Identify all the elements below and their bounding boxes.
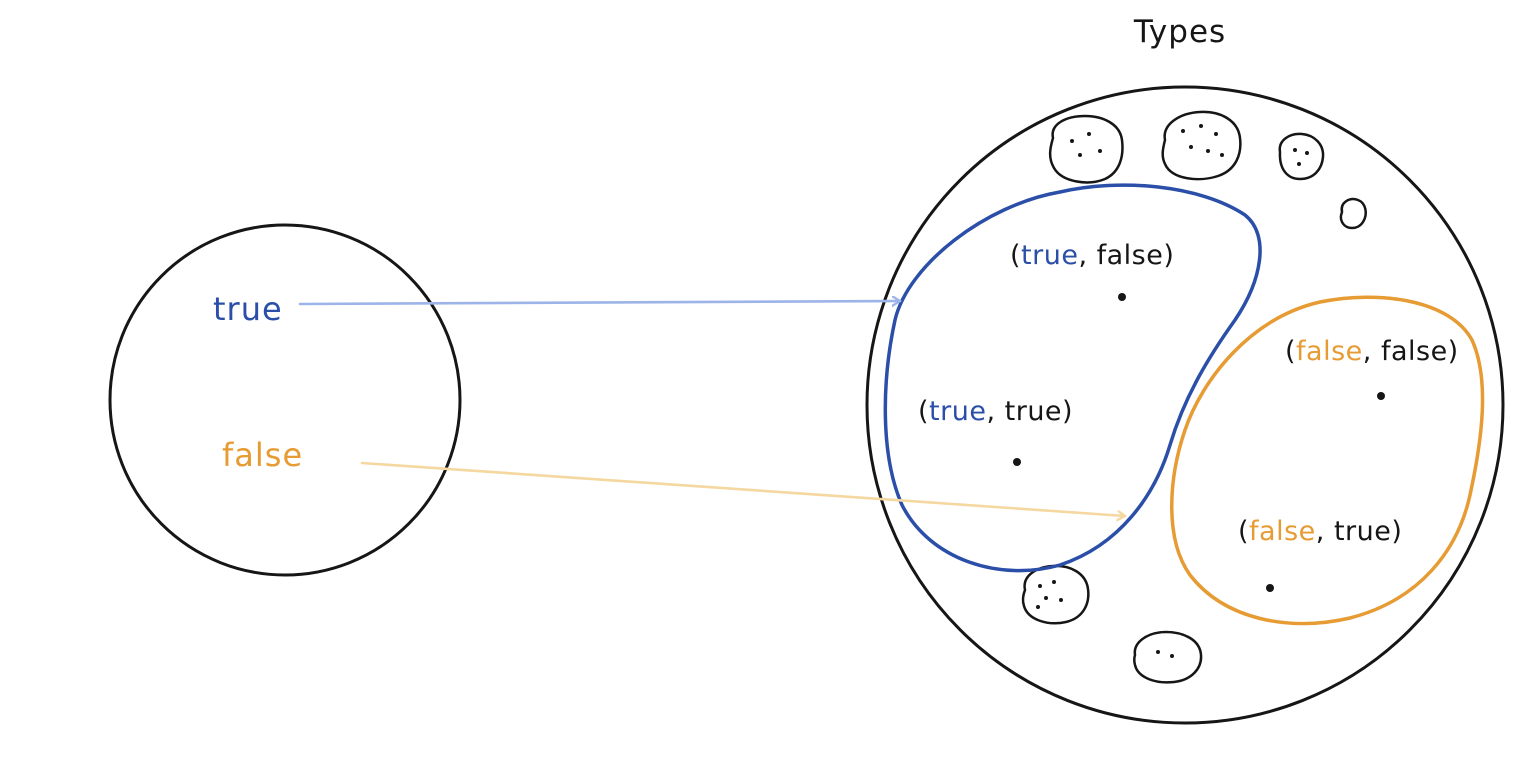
true-pairs-blob [883,183,1262,573]
tuple-first-value: true [929,396,986,427]
type-blob [1048,114,1124,184]
domain-false-label: false [222,436,303,474]
tuple-rest: , true) [986,396,1073,427]
tuple-first-value: false [1249,516,1316,547]
element-dot [1266,584,1274,592]
type-blob [1133,630,1203,684]
diagram-title: Types [1133,14,1226,50]
tuple-false-false: (false, false) [1285,336,1459,367]
bool-set-circle [108,223,462,577]
small-type-blobs [1021,110,1367,684]
element-dot [1377,392,1385,400]
element-dot [1013,458,1021,466]
tuple-open-paren: ( [1238,516,1249,547]
true-mapping-arrow [298,301,902,304]
tuple-rest: , true) [1316,516,1403,547]
tuple-open-paren: ( [1285,336,1296,367]
type-blob [1278,132,1325,181]
tuple-open-paren: ( [918,396,929,427]
tuple-open-paren: ( [1010,240,1021,271]
tuple-rest: , false) [1078,240,1174,271]
small-blob-element-dots [1036,124,1309,658]
tuple-true-true: (true, true) [918,396,1073,427]
tuple-first-value: false [1296,336,1363,367]
tuple-rest: , false) [1363,336,1459,367]
types-set-circle [865,85,1505,725]
false-mapping-arrow [360,461,1127,516]
type-blob [1161,110,1242,181]
tuple-first-value: true [1021,240,1078,271]
domain-true-label: true [213,290,283,328]
type-blob [1339,197,1367,230]
type-blob [1021,564,1090,625]
tuple-true-false: (true, false) [1010,240,1174,271]
tuple-false-true: (false, true) [1238,516,1402,547]
false-pairs-blob [1170,295,1485,626]
element-dot [1118,293,1126,301]
